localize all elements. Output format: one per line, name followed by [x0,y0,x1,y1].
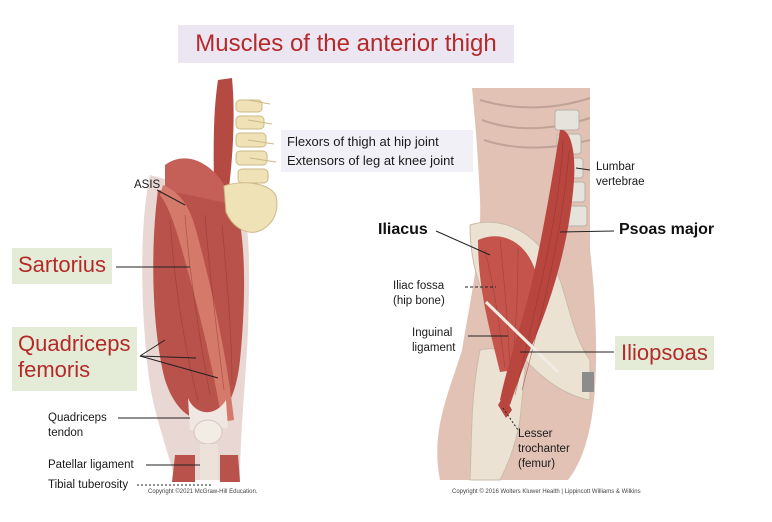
label-lesser-trochanter-line1: Lesser [518,428,553,440]
label-iliac-fossa-line2: (hip bone) [393,295,445,307]
label-quadriceps-line2: femoris [18,357,91,382]
lumbar-spine-left [235,99,277,184]
quadriceps-tendon-shape [188,398,228,430]
right-leader-lines [435,167,615,431]
function-knee-extension: Extensors of leg at knee joint [287,153,454,168]
functions-box: Flexors of thigh at hip joint Extensors … [281,130,473,172]
inguinal-ligament-shape [484,300,560,374]
function-hip-flexion: Flexors of thigh at hip joint [287,134,439,149]
right-copyright: Copyright © 2016 Wolters Kluwer Health |… [452,489,641,495]
patellar-ligament-shape [200,444,218,480]
label-quadriceps-tendon-line2: tendon [48,427,84,439]
label-lesser-trochanter: Lesser trochanter (femur) [518,427,570,472]
label-inguinal-line2: ligament [412,342,456,354]
right-hip-illustration [437,88,597,481]
label-lesser-trochanter-line2: trochanter [518,443,570,455]
psoas-strip [213,78,234,210]
label-quadriceps-tendon-line1: Quadriceps [48,412,107,424]
sacrum-left [223,182,278,233]
label-iliac-fossa: Iliac fossa (hip bone) [393,279,445,309]
sartorius-band [160,185,234,422]
psoas-major-shape [500,129,575,405]
left-leader-lines [116,189,219,486]
label-quadriceps-line1: Quadriceps [18,331,131,356]
left-thigh-illustration [142,78,278,482]
label-patellar-ligament: Patellar ligament [48,459,134,471]
patella [193,419,223,445]
label-sartorius: Sartorius [12,248,112,284]
label-iliopsoas: Iliopsoas [615,336,714,370]
label-tibial-tuberosity: Tibial tuberosity [48,479,129,491]
label-iliacus: Iliacus [378,221,428,238]
label-quadriceps-femoris: Quadriceps femoris [12,327,137,391]
label-lumbar-line2: vertebrae [596,176,645,188]
label-inguinal-line1: Inguinal [412,327,453,339]
label-lumbar-line1: Lumbar [596,161,635,173]
label-psoas-major: Psoas major [619,221,715,238]
label-quadriceps-tendon: Quadriceps tendon [48,411,107,441]
label-asis: ASIS [134,179,161,191]
page-title: Muscles of the anterior thigh [178,25,514,63]
label-lesser-trochanter-line3: (femur) [518,458,556,470]
left-copyright: Copyright ©2021 McGraw-Hill Education. [148,489,258,495]
label-inguinal-ligament: Inguinal ligament [412,326,455,356]
label-lumbar-vertebrae: Lumbar vertebrae [596,160,645,190]
label-iliac-fossa-line1: Iliac fossa [393,280,445,292]
